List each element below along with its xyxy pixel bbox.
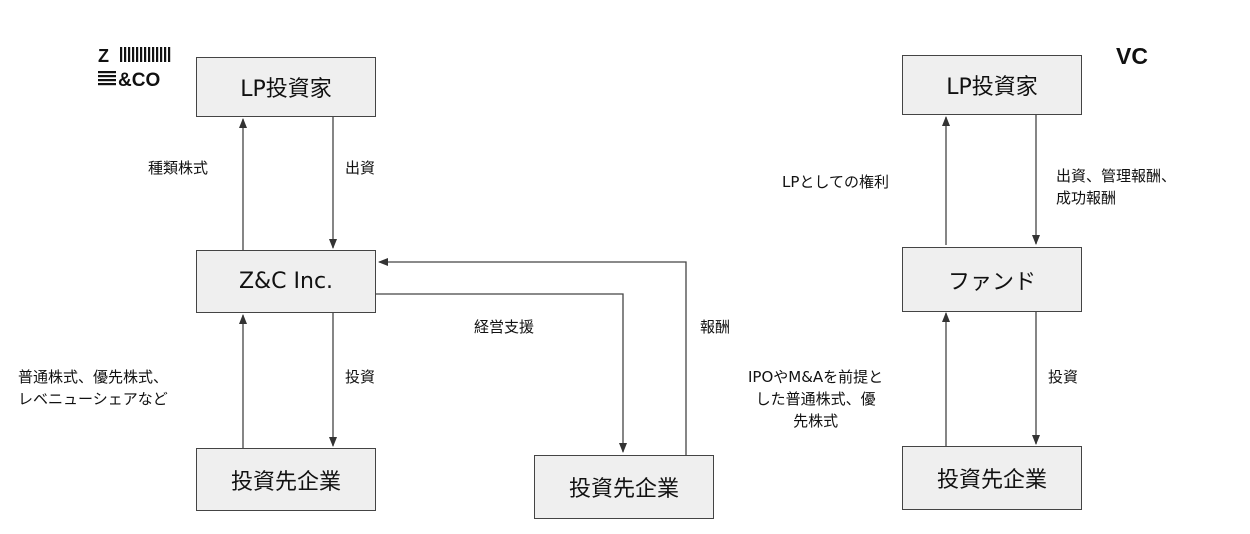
label-equity-line2: レベニューシェアなど (18, 390, 168, 408)
label-vc-exit: IPOやM&Aを前提と した普通株式、優 先株式 (748, 366, 883, 432)
zc-company-box: Z&C Inc. (196, 250, 376, 313)
label-capital: 出資 (345, 159, 376, 177)
svg-text:&CO: &CO (118, 70, 160, 91)
label-vc-capital: 出資、管理報酬、 成功報酬 (1056, 165, 1176, 209)
zc-portfolio-box: 投資先企業 (196, 448, 376, 511)
vc-fund-box: ファンド (902, 247, 1082, 312)
vc-portfolio-box: 投資先企業 (902, 446, 1082, 510)
arrow-zc-support (376, 293, 627, 453)
label-lp-rights: LPとしての権利 (782, 173, 889, 191)
label-invest: 投資 (345, 368, 376, 386)
svg-text:Z: Z (98, 46, 109, 66)
label-support: 経営支援 (474, 318, 535, 336)
label-shares: 種類株式 (148, 159, 209, 177)
label-equity: 普通株式、優先株式、 レベニューシェアなど (18, 366, 168, 410)
label-vc-invest: 投資 (1048, 368, 1079, 386)
label-vc-exit-line2: した普通株式、優 (755, 390, 876, 408)
label-vc-capital-line1: 出資、管理報酬、 (1056, 167, 1177, 185)
zco-logo: Z &CO (96, 44, 180, 92)
label-vc-exit-line1: IPOやM&Aを前提と (748, 368, 884, 386)
arrow-zc-reward (378, 258, 687, 455)
label-vc-exit-line3: 先株式 (793, 412, 839, 430)
vc-title: VC (1116, 43, 1148, 69)
zc-lp-investor-box: LP投資家 (196, 57, 376, 117)
label-reward: 報酬 (700, 318, 731, 336)
label-vc-capital-line2: 成功報酬 (1056, 189, 1117, 207)
zc-portfolio-box-2: 投資先企業 (534, 455, 714, 519)
label-equity-line1: 普通株式、優先株式、 (18, 368, 169, 386)
vc-lp-investor-box: LP投資家 (902, 55, 1082, 115)
